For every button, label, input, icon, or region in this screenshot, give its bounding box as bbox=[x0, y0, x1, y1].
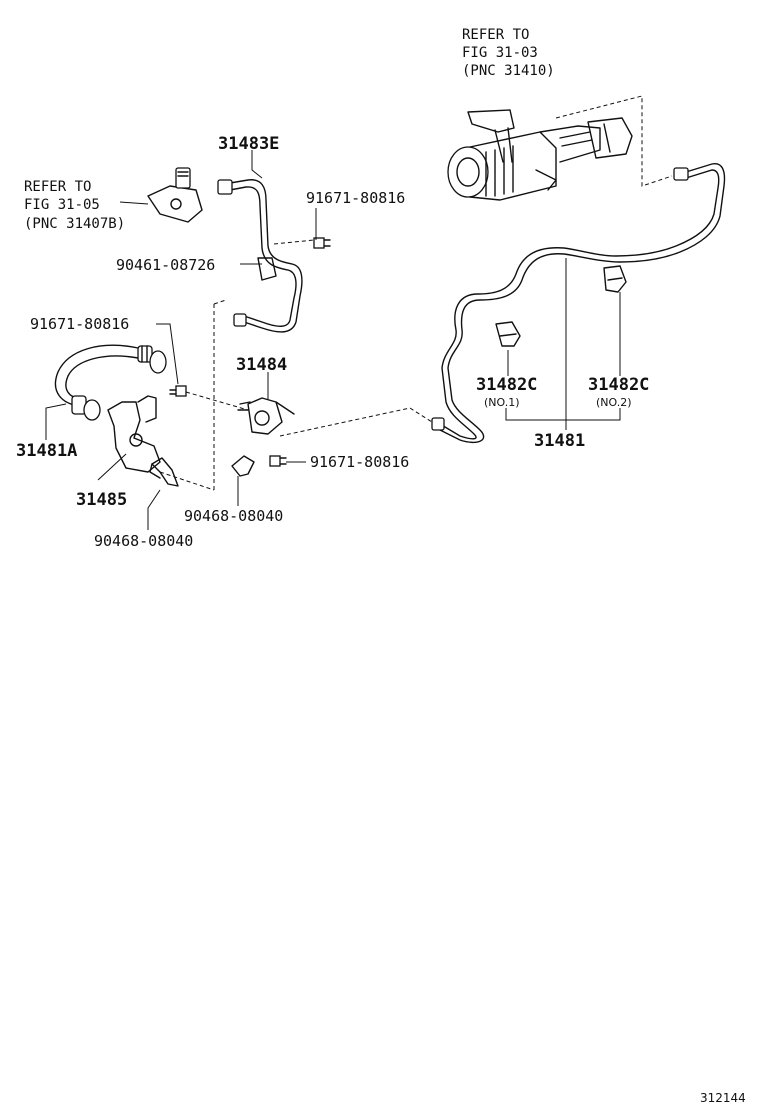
label-31482c: 31482C bbox=[588, 375, 649, 395]
flexible-hose-31481a bbox=[54, 344, 167, 421]
ref-line: FIG 31-03 bbox=[462, 45, 538, 61]
label-31483e: 31483E bbox=[218, 134, 279, 154]
bolt-91671-top bbox=[313, 237, 331, 249]
label-90468-08040: 90468-08040 bbox=[94, 532, 193, 550]
bolt-91671-center bbox=[269, 455, 287, 467]
label-31482c-sub: (NO.1) bbox=[484, 396, 520, 409]
bolt-91671-left bbox=[169, 385, 187, 397]
label-31481a: 31481A bbox=[16, 441, 77, 461]
clamp-31482c-no2 bbox=[603, 265, 627, 293]
label-91671-80816: 91671-80816 bbox=[310, 453, 409, 471]
master-cylinder bbox=[447, 109, 633, 201]
ref-line: FIG 31-05 bbox=[24, 197, 100, 213]
part-labels: 31483E 91671-80816 90461-08726 91671-808… bbox=[16, 134, 649, 550]
clip-90468-center bbox=[231, 455, 255, 477]
leader-lines bbox=[45, 150, 621, 530]
clamp-31482c-no1 bbox=[495, 321, 521, 347]
label-31484: 31484 bbox=[236, 355, 287, 375]
ref-line: (PNC 31407B) bbox=[24, 216, 125, 232]
reference-note-top-left: REFER TO FIG 31-05 (PNC 31407B) bbox=[24, 179, 125, 232]
ref-line: (PNC 31410) bbox=[462, 63, 555, 79]
dashed-guides bbox=[159, 95, 673, 491]
label-31481: 31481 bbox=[534, 431, 585, 451]
label-31485: 31485 bbox=[76, 490, 127, 510]
tube-31481 bbox=[431, 163, 726, 444]
figure-number: 312144 bbox=[700, 1091, 746, 1105]
ref-line: REFER TO bbox=[24, 179, 91, 195]
release-cylinder-ref bbox=[147, 167, 203, 223]
union-bracket-31484 bbox=[237, 397, 295, 435]
label-90461-08726: 90461-08726 bbox=[116, 256, 215, 274]
label-90468-08040: 90468-08040 bbox=[184, 507, 283, 525]
label-91671-80816: 91671-80816 bbox=[306, 189, 405, 207]
label-91671-80816: 91671-80816 bbox=[30, 315, 129, 333]
label-31482c: 31482C bbox=[476, 375, 537, 395]
reference-note-top-right: REFER TO FIG 31-03 (PNC 31410) bbox=[462, 27, 555, 79]
bracket-31485 bbox=[107, 395, 161, 473]
label-31482c-sub: (NO.2) bbox=[596, 396, 632, 409]
ref-line: REFER TO bbox=[462, 27, 529, 43]
clip-90468-left bbox=[149, 457, 179, 487]
tube-31483e bbox=[217, 179, 303, 333]
